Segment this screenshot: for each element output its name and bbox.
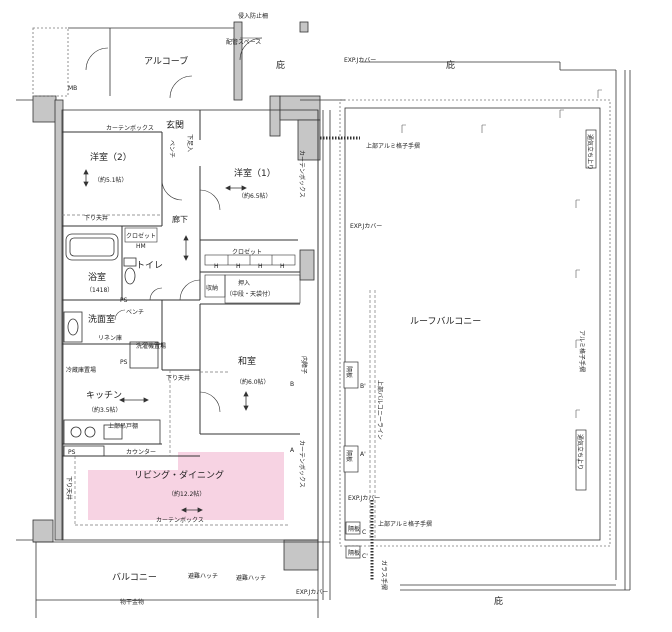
partition-1-label: 隔板 bbox=[345, 366, 353, 378]
western-room-1-size: （約6.5帖） bbox=[238, 192, 272, 200]
vent-wall-2-label: 通気立ち上り bbox=[576, 434, 584, 470]
kitchen-counter bbox=[63, 419, 161, 457]
alcove-label: アルコーブ bbox=[144, 55, 188, 67]
mark-c2: C' bbox=[362, 553, 368, 560]
balcony-label: バルコニー bbox=[112, 572, 157, 583]
drop-ceiling-3-label: 下り天井 bbox=[65, 476, 73, 500]
h4-label: H bbox=[280, 263, 285, 270]
japanese-room-label: 和室 bbox=[238, 355, 256, 367]
railing-hatch bbox=[320, 136, 374, 580]
eaves-top-right-label: 庇 bbox=[446, 59, 455, 71]
roof-balcony-label: ルーフバルコニー bbox=[410, 316, 481, 327]
pipe-space-label: 配管スペース bbox=[226, 38, 261, 46]
washroom-label: 洗面室 bbox=[88, 313, 115, 325]
mark-b2: B' bbox=[360, 383, 366, 390]
curtain-box-2-label: カーテンボックス bbox=[298, 150, 306, 198]
partition-4-label: 隔板 bbox=[348, 549, 360, 557]
closet-1-label: クロゼット bbox=[126, 232, 156, 240]
toilet-label: トイレ bbox=[136, 261, 163, 271]
glass-railing-label: ガラス手摺 bbox=[380, 560, 388, 590]
japanese-room-size: （約6.0帖） bbox=[236, 378, 270, 386]
arrow-markers bbox=[83, 169, 249, 513]
washer-fixture bbox=[129, 341, 159, 369]
bench-2-label: ベンチ bbox=[126, 309, 144, 316]
partition-3-label: 隔板 bbox=[348, 525, 360, 533]
ps1-label: PS bbox=[120, 297, 128, 304]
bathroom-label: 浴室 bbox=[88, 271, 106, 283]
h3-label: H bbox=[258, 263, 263, 270]
living-dining-label: リビング・ダイニング bbox=[134, 469, 224, 481]
bathroom-size: （1418） bbox=[86, 287, 113, 294]
intrusion-fence-label: 侵入防止柵 bbox=[238, 12, 268, 20]
eaves-top-left-label: 庇 bbox=[276, 59, 285, 71]
shoe-box-label: 下足入 bbox=[186, 134, 193, 152]
upper-balcony-line-label: 上部バルコニーライン bbox=[376, 380, 384, 440]
mb-label: MB bbox=[68, 85, 77, 92]
western-room-2-size: （約5.1帖） bbox=[94, 176, 128, 184]
kitchen-size: （約3.5帖） bbox=[88, 406, 122, 414]
lower-bar-label: 物干金物 bbox=[120, 598, 144, 606]
washer-label: 洗濯機置場 bbox=[136, 342, 166, 350]
partition-boxes bbox=[343, 361, 361, 559]
western-room-1-label: 洋室（1） bbox=[234, 167, 276, 179]
inner-frame-label: 内障子 bbox=[300, 356, 308, 374]
curtain-box-4-label: カーテンボックス bbox=[156, 516, 204, 524]
drop-ceiling-lines bbox=[62, 214, 376, 540]
mark-b: B bbox=[290, 381, 294, 388]
closet-2-label: クロゼット bbox=[232, 248, 262, 256]
partition-2-label: 隔板 bbox=[345, 450, 353, 462]
mark-c: C bbox=[362, 529, 366, 536]
western-room-2-label: 洋室（2） bbox=[90, 151, 132, 163]
bathtub bbox=[65, 233, 119, 261]
drop-ceiling-2-label: 下り天井 bbox=[166, 374, 190, 382]
curtain-box-3-label: カーテンボックス bbox=[298, 440, 306, 488]
vent-wall-1-label: 通気立ち上り bbox=[586, 134, 594, 170]
exp-j-cover-bottom-label: EXP.Jカバー bbox=[296, 589, 328, 596]
hatch-1-label: 避難ハッチ bbox=[188, 572, 218, 580]
toilet-fixture bbox=[123, 257, 137, 285]
mark-a2: A' bbox=[360, 451, 366, 458]
upper-alum-railing-2-label: 上部アルミ格子手摺 bbox=[378, 520, 432, 528]
plan-labels: 侵入防止柵 配管スペース アルコーブ MB 庇 庇 庇 EXP.Jカバー EXP… bbox=[65, 12, 594, 607]
structure-lines bbox=[16, 27, 631, 618]
upper-cabinet-label: 上部吊戸棚 bbox=[108, 422, 138, 430]
closet-deep-label: 押入 bbox=[238, 279, 250, 287]
door-swings bbox=[85, 37, 263, 413]
entrance-label: 玄関 bbox=[166, 119, 184, 131]
counter-label: カウンター bbox=[126, 448, 156, 456]
railing-posts bbox=[401, 89, 602, 468]
alum-railing-right-label: アルミ格子手摺 bbox=[578, 330, 586, 372]
curtain-box-1-label: カーテンボックス bbox=[106, 124, 154, 132]
exp-j-cover-top-label: EXP.Jカバー bbox=[344, 57, 376, 64]
storage-label: 収納 bbox=[206, 284, 218, 292]
living-dining-size: （約12.2帖） bbox=[168, 490, 205, 498]
ps3-label: PS bbox=[68, 449, 76, 456]
corridor-label: 廊下 bbox=[172, 214, 188, 224]
kitchen-label: キッチン bbox=[86, 390, 122, 401]
hm-label: HM bbox=[136, 243, 146, 250]
h1-label: H bbox=[214, 263, 219, 270]
upper-alum-railing-1-label: 上部アルミ格子手摺 bbox=[366, 142, 420, 150]
ps2-label: PS bbox=[120, 359, 128, 366]
exterior-walls bbox=[32, 21, 321, 571]
drop-ceiling-1-label: 下り天井 bbox=[84, 214, 108, 222]
h2-label: H bbox=[236, 263, 241, 270]
eaves-bottom-label: 庇 bbox=[494, 595, 503, 607]
exp-j-cover-mid-label: EXP.Jカバー bbox=[350, 223, 382, 230]
exp-j-cover-lower-label: EXP.Jカバー bbox=[348, 495, 380, 502]
wash-basin bbox=[63, 311, 83, 343]
linen-label: リネン庫 bbox=[98, 334, 122, 342]
mark-a: A bbox=[290, 447, 295, 454]
hatch-2-label: 避難ハッチ bbox=[236, 574, 266, 582]
fridge-label: 冷蔵庫置場 bbox=[66, 366, 96, 374]
closet-deep-sub: （中段・天袋付） bbox=[226, 290, 274, 298]
closet-doors bbox=[124, 227, 301, 304]
bench-label: ベンチ bbox=[168, 140, 175, 158]
